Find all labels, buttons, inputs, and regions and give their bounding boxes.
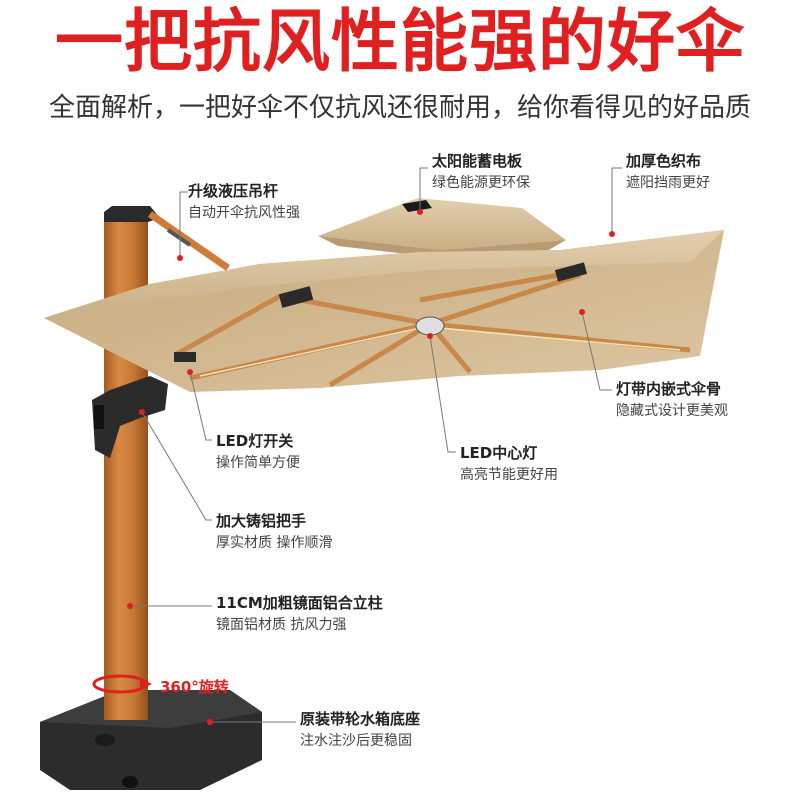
feature-title: LED中心灯 bbox=[460, 444, 538, 462]
rotation-label: 360°旋转 bbox=[160, 678, 229, 696]
feature-title: 加大铸铝把手 bbox=[216, 512, 307, 530]
page-subtitle: 全面解析，一把好伞不仅抗风还很耐用，给你看得见的好品质 bbox=[48, 93, 751, 123]
feature-desc: 镜面铝材质 抗风力强 bbox=[216, 617, 347, 633]
feature-title: LED灯开关 bbox=[216, 432, 294, 450]
feature-desc: 遮阳挡雨更好 bbox=[626, 175, 710, 191]
feature-title: 原装带轮水箱底座 bbox=[300, 710, 421, 728]
cast-aluminum-handle bbox=[92, 376, 168, 458]
feature-title: 升级液压吊杆 bbox=[188, 182, 279, 200]
feature-title: 灯带内嵌式伞骨 bbox=[616, 380, 722, 398]
feature-desc: 操作简单方便 bbox=[216, 455, 300, 471]
feature-desc: 自动开伞抗风性强 bbox=[188, 205, 300, 221]
feature-desc: 厚实材质 操作顺滑 bbox=[216, 535, 333, 551]
solar-panel-icon bbox=[402, 200, 432, 212]
feature-desc: 注水注沙后更稳固 bbox=[300, 733, 412, 749]
feature-title: 11CM加粗镜面铝合立柱 bbox=[216, 594, 383, 612]
page-title: 一把抗风性能强的好伞 bbox=[54, 3, 745, 82]
feature-title: 加厚色织布 bbox=[626, 152, 702, 170]
feature-desc: 隐藏式设计更美观 bbox=[616, 403, 728, 419]
water-tank-base bbox=[40, 690, 262, 790]
feature-desc: 高亮节能更好用 bbox=[460, 467, 558, 483]
feature-desc: 绿色能源更环保 bbox=[432, 175, 530, 191]
rotation-arrow-icon bbox=[92, 674, 152, 694]
feature-title: 太阳能蓄电板 bbox=[432, 152, 523, 170]
